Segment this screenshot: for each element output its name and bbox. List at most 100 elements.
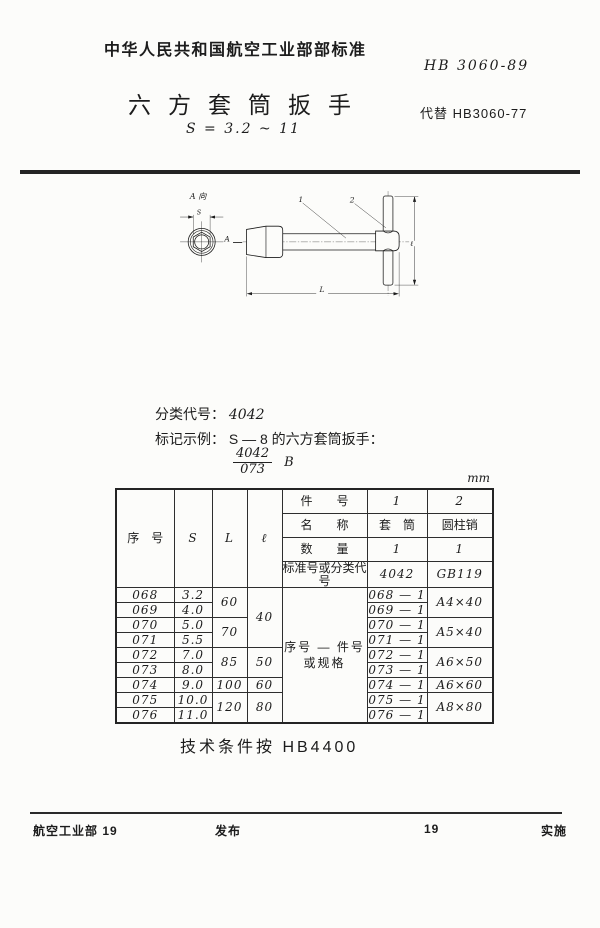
main-view xyxy=(242,191,419,297)
part-name-2: 圆柱销 xyxy=(426,513,494,538)
seq-cell: 072 xyxy=(115,647,175,664)
spec-cell: A8×80 xyxy=(426,692,494,724)
header-divider xyxy=(20,170,580,174)
s-cell: 8.0 xyxy=(173,662,213,679)
l-cell: 80 xyxy=(246,692,283,724)
col-header-l: ℓ xyxy=(246,488,283,589)
part-cell: 069 — 1 xyxy=(366,602,428,619)
table-row: 068 3.2 60 40 序号 — 件号 或规格 068 — 1 A4×40 xyxy=(115,587,494,724)
part-name-1: 套 筒 xyxy=(366,513,428,538)
table-row: 070 5.0 70 070 — 1 A5×40 xyxy=(115,617,494,649)
part-cell: 076 — 1 xyxy=(366,707,428,724)
fraction-numerator: 4042 xyxy=(233,446,273,464)
std-code-header: 标准号或分类代号 xyxy=(281,560,368,589)
replaces-note: 代替 HB3060-77 xyxy=(420,106,528,121)
marking-example-text: S — 8 的六方套筒扳手： xyxy=(228,431,384,447)
marking-example-label: 标记示例： xyxy=(155,431,225,447)
seq-cell: 075 xyxy=(115,692,175,709)
seq-cell: 074 xyxy=(115,677,175,694)
s-cell: 4.0 xyxy=(173,602,213,619)
table-row: 076 11.0 076 — 1 xyxy=(115,707,493,724)
classification-value: 4042 xyxy=(228,407,265,423)
section-a-label: A xyxy=(223,234,230,243)
seq-cell: 073 xyxy=(115,662,175,679)
fraction-suffix: B xyxy=(284,454,294,470)
s-cell: 9.0 xyxy=(173,677,213,694)
middle-note-line1: 序号 — 件号 xyxy=(284,640,365,655)
part-cell: 074 — 1 xyxy=(366,677,428,694)
s-cell: 7.0 xyxy=(173,647,213,664)
s-cell: 10.0 xyxy=(173,692,213,709)
hex-socket-outline xyxy=(192,231,211,253)
part-name-header: 名 称 xyxy=(281,513,368,538)
s-cell: 5.0 xyxy=(173,617,213,634)
part-no-1: 1 xyxy=(366,488,428,514)
part-cell: 070 — 1 xyxy=(366,617,428,634)
part2-label: 2 xyxy=(349,195,355,204)
spec-cell: A5×40 xyxy=(426,617,494,649)
middle-note-line2: 或规格 xyxy=(303,655,346,670)
fraction-denominator: 073 xyxy=(240,462,265,478)
L-cell: 120 xyxy=(211,692,248,724)
std-code-2: GB119 xyxy=(426,560,494,589)
standard-number: HB 3060-89 xyxy=(424,58,530,74)
dim-l-small-label: ℓ xyxy=(409,239,413,248)
std-code-1: 4042 xyxy=(366,560,428,589)
part-no-header: 件 号 xyxy=(281,488,368,514)
seq-cell: 069 xyxy=(115,602,175,619)
seq-cell: 070 xyxy=(115,617,175,634)
spec-cell: A6×60 xyxy=(426,677,494,694)
footer-issue-label: 发布 xyxy=(215,824,242,838)
socket-head xyxy=(246,225,284,258)
table-row: 075 10.0 120 80 075 — 1 A8×80 xyxy=(115,692,494,724)
L-cell: 60 xyxy=(211,587,248,619)
dim-l-big-label: L xyxy=(318,285,324,294)
classification-label: 分类代号： xyxy=(155,406,225,422)
col-header-s: S xyxy=(173,488,213,589)
L-cell: 85 xyxy=(211,647,248,679)
leader-part1 xyxy=(302,202,347,239)
s-cell: 5.5 xyxy=(173,632,213,649)
view-a-label: A 向 xyxy=(189,191,207,201)
part-cell: 068 — 1 xyxy=(366,587,428,604)
l-cell: 60 xyxy=(246,677,283,694)
classification-line: 分类代号： 4042 xyxy=(155,404,265,424)
leader-part2 xyxy=(354,203,387,229)
col-header-seq: 序 号 xyxy=(115,488,175,589)
s-cell: 3.2 xyxy=(173,587,213,604)
footer-implement-label: 实施 xyxy=(541,824,568,838)
spec-cell: A4×40 xyxy=(426,587,494,619)
footer-year: 19 xyxy=(424,822,440,836)
seq-cell: 076 xyxy=(115,707,175,724)
l-cell: 50 xyxy=(246,647,283,679)
table-row: 073 8.0 073 — 1 xyxy=(115,662,493,679)
part-cell: 072 — 1 xyxy=(366,647,428,664)
seq-cell: 071 xyxy=(115,632,175,649)
L-cell: 70 xyxy=(211,617,248,649)
technical-conditions-note: 技术条件按 HB4400 xyxy=(180,739,359,756)
footer-divider xyxy=(30,812,562,814)
l-cell: 40 xyxy=(246,587,283,649)
part-cell: 071 — 1 xyxy=(366,632,428,649)
table-row: 074 9.0 100 60 074 — 1 A6×60 xyxy=(115,677,494,694)
unit-label: mm xyxy=(467,471,490,485)
dimension-table: 序 号 S L ℓ 件 号 1 2 名 称 套 筒 圆柱销 数 量 1 1 标准… xyxy=(115,488,494,725)
quantity-1: 1 xyxy=(366,537,428,562)
quantity-header: 数 量 xyxy=(281,537,368,562)
table-row: 071 5.5 071 — 1 xyxy=(115,632,493,649)
s-cell: 11.0 xyxy=(173,707,213,724)
size-range-subtitle: S = 3.2 ~ 11 xyxy=(186,121,301,137)
part1-label: 1 xyxy=(298,195,303,204)
marking-example-line: 标记示例： S — 8 的六方套筒扳手： xyxy=(155,429,384,449)
middle-note-cell: 序号 — 件号 或规格 xyxy=(281,587,368,724)
t-junction-block xyxy=(375,230,400,252)
part-cell: 075 — 1 xyxy=(366,692,428,709)
part-no-2: 2 xyxy=(426,488,494,514)
quantity-2: 1 xyxy=(426,537,494,562)
L-cell: 100 xyxy=(211,677,248,694)
designation-fraction: 4042 073 B xyxy=(233,446,294,478)
seq-cell: 068 xyxy=(115,587,175,604)
spec-cell: A6×50 xyxy=(426,647,494,679)
part-cell: 073 — 1 xyxy=(366,662,428,679)
